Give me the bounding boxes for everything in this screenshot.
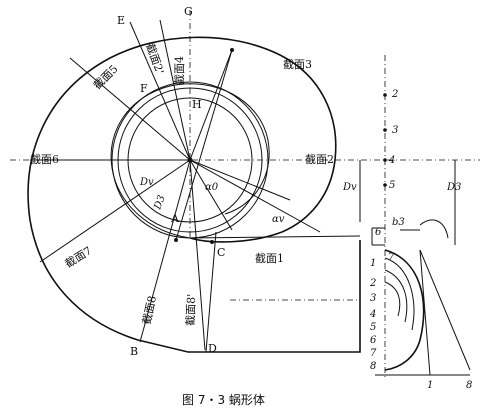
symbol-Dv: Dv — [139, 177, 154, 188]
label-section-2: 截面2 — [305, 152, 334, 166]
point-A — [174, 238, 178, 242]
tongue-line — [205, 231, 217, 353]
chord-A — [175, 49, 233, 241]
label-section-3: 截面3 — [283, 57, 312, 71]
side-view — [359, 55, 471, 380]
side-num-left-6: 6 — [370, 335, 377, 346]
side-num-left-1: 1 — [370, 258, 376, 269]
label-section-6: 截面6 — [30, 152, 59, 166]
point-C — [210, 240, 214, 244]
side-num-top-3: 3 — [392, 125, 398, 136]
point-label-A: A — [170, 212, 180, 225]
radial-s3 — [189, 49, 233, 161]
side-dot-2 — [383, 93, 387, 97]
radial-E — [129, 21, 191, 161]
point-label-F: F — [140, 82, 148, 95]
side-num-top-6: 6 — [375, 227, 382, 238]
radial-s7 — [39, 159, 191, 263]
label-section-8: 截面8 — [139, 294, 159, 325]
volute-outer-spiral — [27, 36, 361, 353]
side-diag-1 — [419, 249, 471, 371]
radial-s1 — [189, 159, 233, 231]
side-profile-2 — [384, 257, 415, 331]
label-section-4: 截面4 — [172, 56, 186, 85]
radial-s8 — [139, 159, 191, 343]
label-section-1: 截面1 — [255, 251, 284, 265]
side-outer-profile — [384, 249, 425, 371]
side-curl — [419, 219, 449, 239]
side-num-7: 7 — [388, 252, 395, 263]
radial-s4 — [159, 19, 191, 161]
label-section-8-prime: 截面8' — [183, 294, 198, 327]
label-section-7: 截面7 — [62, 243, 94, 270]
side-dot-4 — [383, 158, 387, 162]
point-label-B: B — [130, 345, 138, 358]
section-radials — [30, 19, 321, 351]
radial-s8p — [189, 159, 206, 351]
point-label-D: D — [208, 342, 217, 355]
symbol-D3: D3 — [152, 194, 168, 212]
radial-s2 — [189, 159, 291, 201]
side-num-left-2: 2 — [369, 278, 376, 289]
side-num-left-5: 5 — [370, 322, 376, 333]
side-num-left-4: 4 — [369, 309, 376, 320]
point-label-E: E — [117, 14, 125, 27]
throat-line — [187, 235, 361, 239]
side-dot-3 — [383, 128, 387, 132]
side-num-bottom-1: 1 — [427, 380, 433, 391]
point-label-C: C — [217, 246, 225, 259]
radial-alpha — [189, 159, 321, 233]
label-section-2-prime: 截面2' — [143, 41, 167, 76]
point-top-right — [230, 48, 234, 52]
side-dot-5 — [383, 183, 387, 187]
side-symbol-D3: D3 — [446, 182, 461, 193]
symbol-alphav: αv — [272, 214, 285, 225]
center-point — [187, 157, 193, 163]
radial-s5 — [69, 57, 191, 161]
side-num-top-2: 2 — [391, 89, 398, 100]
side-diag-2 — [419, 249, 431, 376]
side-symbol-Dv: Dv — [342, 182, 357, 193]
figure-caption: 图 7・3 蜗形体 — [182, 392, 265, 407]
side-profile-3 — [384, 269, 408, 323]
point-label-H: H — [192, 98, 202, 111]
side-symbol-b3: b3 — [392, 217, 405, 228]
point-label-G: G — [184, 5, 193, 18]
side-num-top-5: 5 — [389, 180, 395, 191]
side-num-bottom-8: 8 — [466, 380, 472, 391]
side-num-top-4: 4 — [388, 155, 395, 166]
side-profile-4 — [384, 281, 401, 317]
side-num-left-8: 8 — [370, 361, 376, 372]
symbol-alpha0: α0 — [205, 182, 219, 193]
side-num-left-3: 3 — [370, 293, 376, 304]
side-num-left-7: 7 — [370, 348, 377, 359]
